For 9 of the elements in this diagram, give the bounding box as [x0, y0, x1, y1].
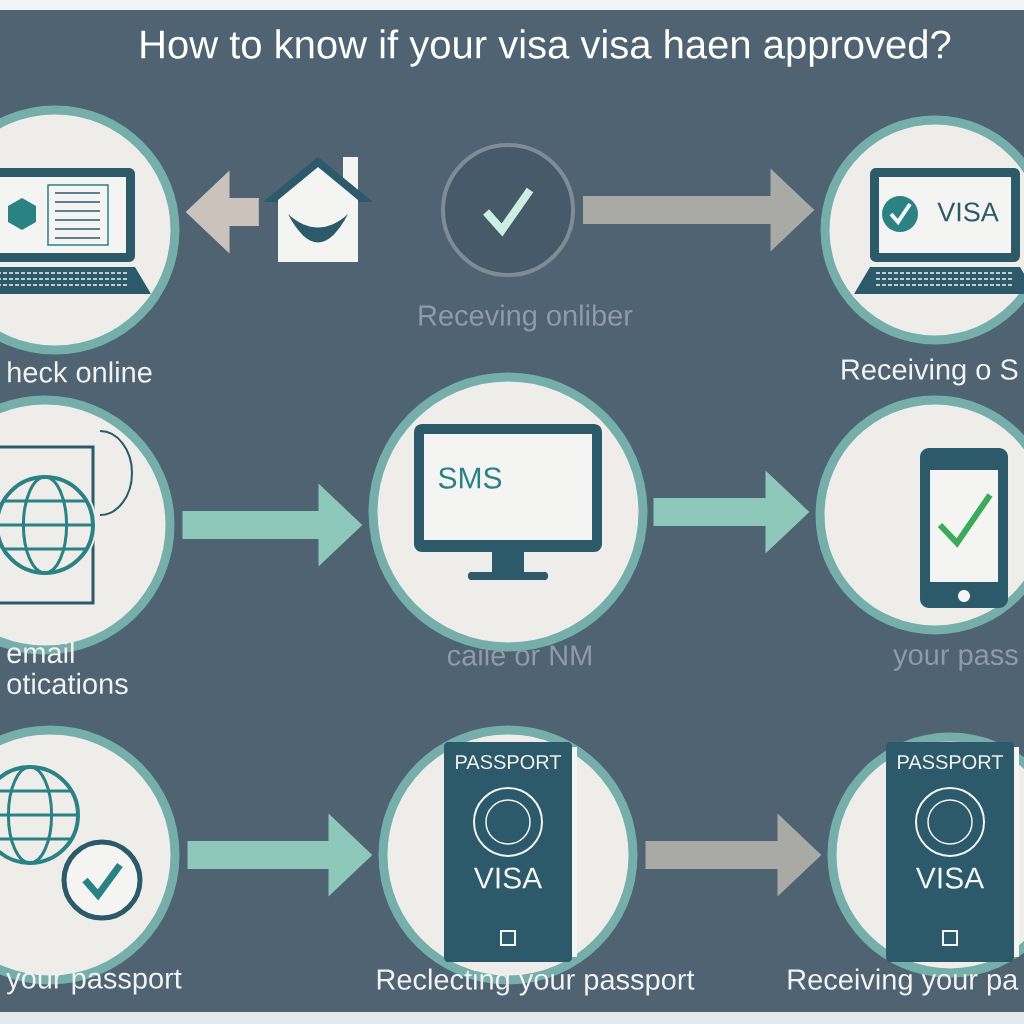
- node-label: Receiving o S: [842, 358, 1018, 386]
- icon-text: SMS: [438, 467, 502, 489]
- house-envelope-drawing: [263, 157, 373, 262]
- node-label: email otications: [7, 641, 128, 695]
- node-label: Receiving your pa: [788, 968, 1019, 996]
- title: How to know if your visa visa haen approved?: [141, 29, 951, 67]
- node-label: Receving onliber: [419, 304, 633, 332]
- node-label: your pass: [893, 649, 1018, 671]
- node-label: heck online: [8, 361, 152, 383]
